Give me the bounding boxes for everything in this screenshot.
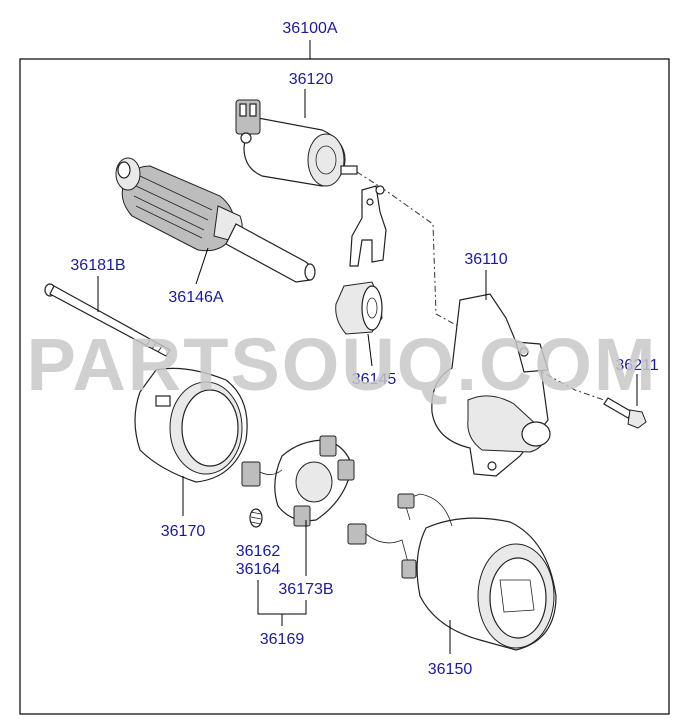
- armature-part-number[interactable]: 36146A: [168, 289, 223, 306]
- mounting-bolt-drawing: [603, 397, 647, 429]
- watermark-text: PARTSOUQ.COM: [26, 323, 657, 406]
- brush-spring-part-number[interactable]: 36162: [236, 543, 281, 560]
- mounting-bolt-part-number[interactable]: 36211: [615, 357, 658, 374]
- rear-cover-drawing: [134, 367, 248, 483]
- armature-drawing: [115, 157, 316, 283]
- assembly-frame: [19, 58, 670, 715]
- brush-part-number[interactable]: 36164: [236, 561, 281, 578]
- front-bracket-part-number[interactable]: 36110: [464, 251, 507, 268]
- shift-lever-drawing: [349, 185, 387, 267]
- rear-cover-part-number[interactable]: 36170: [161, 523, 206, 540]
- armature-leader: [195, 247, 209, 285]
- yoke-assembly-part-number[interactable]: 36150: [428, 661, 473, 678]
- yoke-assembly-drawing: [347, 493, 557, 651]
- through-bolt-drawing: [44, 283, 171, 357]
- assembly-part-number[interactable]: 36100A: [282, 20, 337, 37]
- pinion-gear-leader: [367, 333, 373, 367]
- front-bracket-drawing: [431, 293, 551, 477]
- pinion-gear-part-number[interactable]: 36145: [352, 371, 397, 388]
- brush-spring-drawing: [249, 508, 263, 528]
- pinion-gear-drawing: [335, 281, 383, 335]
- brush-holder-drawing: [241, 435, 355, 527]
- solenoid-part-number[interactable]: 36120: [289, 71, 334, 88]
- brush-holder-part-number[interactable]: 36173B: [278, 581, 333, 598]
- alignment-line: [356, 171, 611, 403]
- solenoid-drawing: [235, 99, 358, 187]
- brush-kit-part-number[interactable]: 36169: [260, 631, 305, 648]
- through-bolt-part-number[interactable]: 36181B: [70, 257, 125, 274]
